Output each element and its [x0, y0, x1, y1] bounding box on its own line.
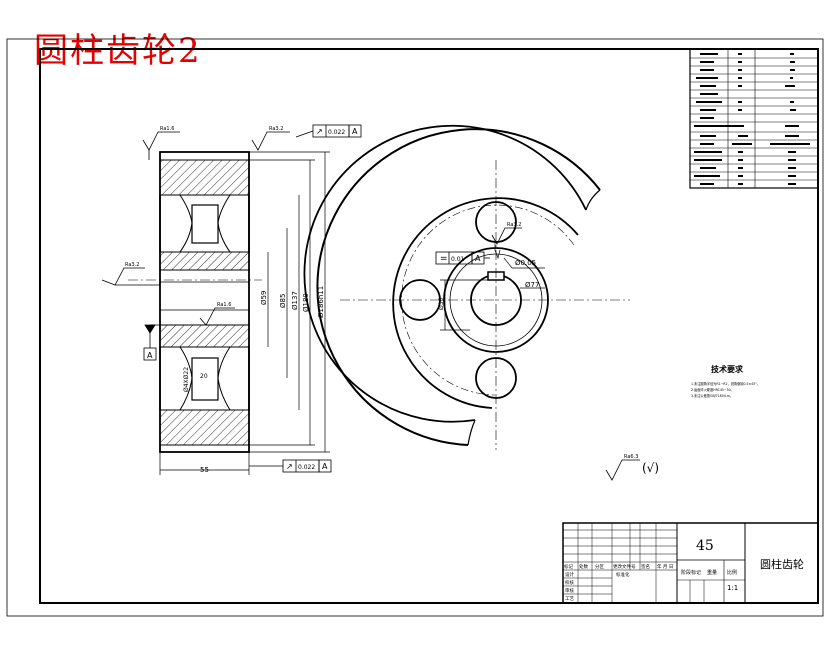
section-view: 55 Ø59 Ø85 Ø137 Ø180 Ø186h11 Ø4XØ22 20 ↗… [101, 124, 362, 475]
tol-bottom-value: 0.022 [298, 464, 315, 471]
roughness-1: Ra1.6 [160, 126, 174, 132]
dim-hole-offset: 20 [200, 373, 208, 380]
tb-left-label-4: 工艺 [565, 596, 574, 602]
tb-row-label-1: 标记 [564, 563, 573, 570]
front-tol-value: 0.01 [451, 256, 465, 263]
tech-req-item-2: 2.齿面淬火硬度HRC45~50。 [691, 387, 734, 392]
outer-frame [6, 38, 824, 617]
inner-frame [39, 48, 819, 604]
tb-row-label-5: 签名 [641, 563, 650, 570]
tb-material: 45 [696, 538, 714, 554]
tb-scale: 1:1 [727, 584, 738, 592]
roughness-note-paren: (√) [642, 461, 659, 475]
tb-row-label-6: 年 月 日 [657, 563, 673, 570]
tech-req-item-3: 3.未注公差按GB/T1804-m。 [691, 393, 733, 398]
tol-top-datum: A [352, 127, 358, 136]
tb-row-label-4: 更改文件号 [613, 563, 636, 570]
roughness-3: Ra3.2 [125, 262, 139, 268]
front-tol-datum: A [475, 254, 481, 263]
tol-bottom-datum: A [322, 462, 328, 471]
tb-part-name: 圆柱齿轮 [760, 557, 804, 571]
tb-row-label-3: 分区 [595, 563, 604, 570]
tech-req-item-1: 1.未注圆角半径为R1~R2，锐角倒钝0.5×45°。 [691, 381, 760, 386]
roughness-2: Ra3.2 [269, 126, 283, 132]
dim-holes: Ø4XØ22 [183, 367, 190, 392]
drawing-title: 圆柱齿轮2 [34, 31, 202, 71]
roughness-note: Ra6.3 (√) [605, 454, 659, 481]
tech-requirements: 技术要求 1.未注圆角半径为R1~R2，锐角倒钝0.5×45°。 2.齿面淬火硬… [691, 364, 760, 398]
tech-req-heading: 技术要求 [711, 364, 744, 374]
dim-d85: Ø85 [279, 294, 287, 308]
dim-d137: Ø137 [291, 291, 299, 310]
tb-std-label: 标准化 [616, 571, 630, 578]
dim-width: 55 [200, 466, 209, 474]
roughness-note-symbol: Ra6.3 [624, 454, 638, 460]
gear-parameter-table [689, 48, 819, 189]
front-roughness: Ra3.2 [507, 222, 521, 228]
tb-scale-label: 比例 [727, 569, 737, 576]
dim-d186: Ø186h11 [317, 286, 325, 318]
tb-row-label-2: 处数 [579, 563, 588, 570]
tb-left-label-2: 校核 [565, 579, 574, 586]
front-dim-77: Ø77 [525, 281, 539, 289]
front-tol-symbol: = [440, 254, 448, 264]
dim-d180: Ø180 [302, 293, 310, 312]
front-view: Ø36 Ø0.05 Ø77 = 0.01 A Ra3.2 [303, 124, 630, 450]
roughness-4: Ra1.6 [217, 302, 231, 308]
tol-top-value: 0.022 [328, 129, 345, 136]
front-dim-36: Ø36 [438, 297, 445, 310]
tb-left-label-1: 设计 [565, 571, 574, 578]
tol-top-symbol: ↗ [316, 127, 323, 136]
tol-bottom-symbol: ↗ [286, 462, 293, 471]
dim-d59: Ø59 [260, 291, 268, 305]
tb-weight-label: 重量 [707, 569, 717, 576]
front-dim-005: Ø0.05 [515, 259, 536, 267]
tb-left-label-3: 审核 [565, 587, 574, 594]
title-block [562, 522, 819, 604]
datum-a: A [147, 351, 153, 360]
tb-stage-label: 阶段标记 [681, 569, 701, 576]
